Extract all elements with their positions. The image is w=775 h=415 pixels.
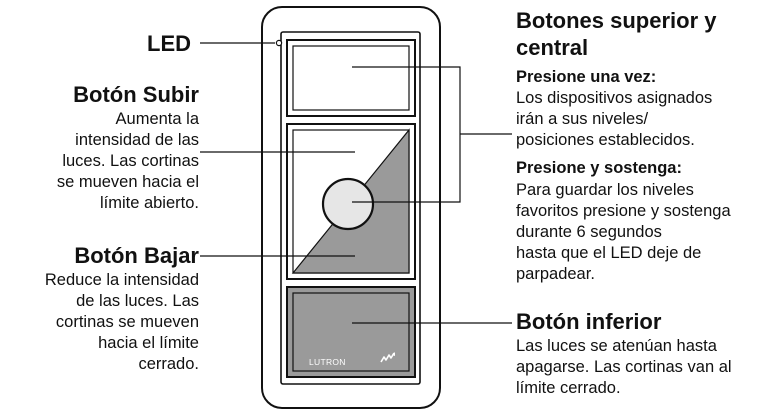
press-once-desc-2: irán a sus niveles/: [516, 110, 649, 128]
bottom-button-title: Botón inferior: [516, 309, 662, 334]
press-hold-desc-5: parpadear.: [516, 265, 595, 283]
down-button-desc-1: Reduce la intensidad: [44, 271, 199, 289]
up-button-title: Botón Subir: [73, 82, 199, 107]
up-button-desc-5: límite abierto.: [99, 194, 199, 212]
up-button-desc-3: luces. Las cortinas: [62, 152, 199, 170]
press-once-desc-1: Los dispositivos asignados: [516, 89, 713, 107]
bottom-button-desc-2: apagarse. Las cortinas van al: [516, 358, 732, 376]
led-label: LED: [147, 31, 191, 56]
bottom-button-desc-1: Las luces se atenúan hasta: [516, 337, 717, 355]
down-button-desc-4: hacia el límite: [98, 334, 199, 352]
top-button: [292, 45, 410, 111]
press-once-title: Presione una vez:: [516, 68, 657, 86]
center-button: [321, 177, 375, 231]
top-center-title-1: Botones superior y: [516, 8, 717, 33]
down-button-desc-2: de las luces. Las: [76, 292, 199, 310]
up-button-desc-4: se mueven hacia el: [56, 173, 199, 191]
lutron-logo: LUTRON: [309, 357, 346, 367]
wireless-arrow-icon: [392, 352, 395, 356]
press-hold-desc-1: Para guardar los niveles: [516, 181, 694, 199]
press-once-desc-3: posiciones establecidos.: [516, 131, 695, 149]
bottom-button: [292, 292, 410, 372]
top-center-title-2: central: [516, 35, 589, 60]
down-button-desc-3: cortinas se mueven: [55, 313, 199, 331]
up-button-desc-1: Aumenta la: [115, 110, 199, 128]
up-button-desc-2: intensidad de las: [75, 131, 199, 149]
led-indicator: [275, 39, 283, 47]
wireless-icon: [380, 352, 395, 363]
down-button-desc-5: cerrado.: [138, 355, 199, 373]
press-hold-desc-2: favoritos presione y sostenga: [516, 202, 731, 220]
press-hold-desc-4: hasta que el LED deje de: [516, 244, 702, 262]
bottom-button-desc-3: límite cerrado.: [516, 379, 621, 397]
press-hold-title: Presione y sostenga:: [516, 159, 682, 177]
press-hold-desc-3: durante 6 segundos: [516, 223, 662, 241]
down-button-title: Botón Bajar: [74, 243, 199, 268]
